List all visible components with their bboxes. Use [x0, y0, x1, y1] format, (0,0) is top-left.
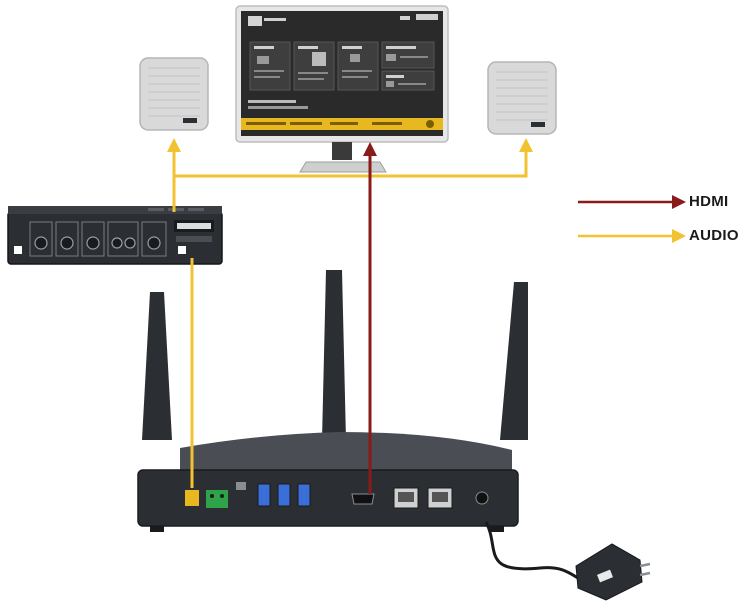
- arrow-right-icon: [672, 195, 686, 209]
- legend-audio-label: AUDIO: [689, 227, 739, 244]
- power-adapter: [484, 521, 651, 601]
- brand-logo-icon: [177, 223, 211, 229]
- speaker-left: [139, 57, 209, 131]
- line-out-port: [185, 490, 199, 506]
- plug-prong-icon: [639, 562, 651, 568]
- audio-connections: [172, 150, 528, 488]
- screen-tiles: [249, 41, 435, 91]
- hdmi-port: [351, 493, 375, 505]
- amplifier: [7, 206, 223, 265]
- monitor: [235, 5, 449, 173]
- power-switch-icon: [14, 246, 22, 254]
- arrow-up-icon: [167, 138, 181, 152]
- usb-port-3: [297, 483, 311, 507]
- dc-power-port: [475, 491, 489, 505]
- antenna-left: [142, 292, 172, 440]
- legend: [578, 195, 686, 243]
- arrow-up-icon: [519, 138, 533, 152]
- power-cable: [484, 521, 579, 580]
- usb-port-2: [277, 483, 291, 507]
- monitor-stand: [332, 142, 352, 160]
- antenna-right: [500, 282, 528, 440]
- rs232-port: [206, 490, 228, 508]
- legend-hdmi-label: HDMI: [689, 193, 729, 210]
- arrow-right-icon: [672, 229, 686, 243]
- usb-port-1: [257, 483, 271, 507]
- screen-logo-icon: [248, 16, 262, 26]
- media-hub: [137, 270, 528, 532]
- audio-line-amp-to-right-speaker: [174, 150, 528, 178]
- arrow-up-icon: [363, 142, 377, 156]
- speaker-right: [487, 61, 557, 135]
- audio-arrowheads: [167, 138, 533, 152]
- antenna-center: [322, 270, 346, 440]
- qr-code-icon: [312, 52, 326, 66]
